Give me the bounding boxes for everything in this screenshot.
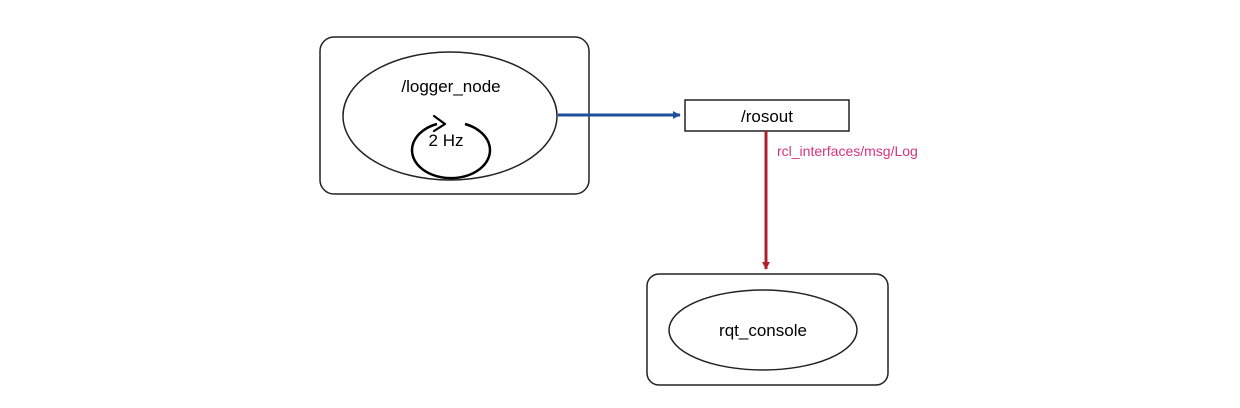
rqt-console-label: rqt_console [719,321,807,340]
rosout-topic[interactable]: /rosout [684,99,850,132]
rqt-console-ellipse[interactable] [668,289,858,371]
rosout-topic-label: /rosout [741,107,793,126]
message-type-label: rcl_interfaces/msg/Log [777,143,918,159]
logger-node-ellipse[interactable] [342,51,558,181]
logger-node-label: /logger_node [401,77,500,96]
rate-label: 2 Hz [429,131,464,150]
rqt-console-group[interactable]: rqt_console [646,273,889,386]
rate-loop-icon [410,114,492,180]
logger-node-group[interactable]: /logger_node 2 Hz [319,36,590,195]
